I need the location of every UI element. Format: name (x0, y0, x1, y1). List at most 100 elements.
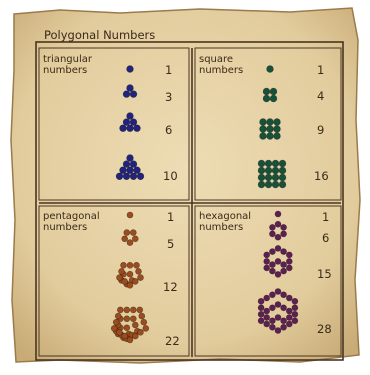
pentagonal-22-bead (143, 325, 149, 331)
hexagonal-28-bead (281, 305, 287, 311)
square-16-bead (265, 167, 272, 174)
pentagonal-12-bead (136, 268, 142, 274)
square-4-bead (270, 88, 277, 95)
triangular-label-line2: numbers (43, 65, 87, 76)
hexagonal-6-bead (275, 221, 281, 227)
square-16-bead (279, 181, 286, 188)
hexagonal-28-bead (264, 321, 270, 327)
square-1-bead (267, 66, 274, 73)
hexagonal-28-bead (269, 305, 275, 311)
pentagonal-22-bead (111, 325, 117, 331)
square-16-bead (258, 181, 265, 188)
pentagonal-22-bead (117, 329, 123, 335)
hexagonal-28-bead (286, 321, 292, 327)
triangular-10-bead (137, 173, 144, 180)
diagram-title: Polygonal Numbers (44, 29, 155, 41)
square-value-2: 4 (317, 90, 324, 102)
hexagonal-6-bead (269, 224, 275, 230)
pentagonal-12-bead (119, 268, 125, 274)
pentagonal-1-bead (127, 212, 133, 218)
square-16-bead (272, 167, 279, 174)
triangular-value-2: 3 (165, 91, 172, 103)
hexagonal-15-bead (275, 245, 281, 251)
hexagonal-28-bead (275, 328, 281, 334)
hexagonal-15-bead (286, 265, 292, 271)
hexagonal-1-bead (275, 211, 281, 217)
square-16-bead (272, 181, 279, 188)
triangular-10-bead (123, 173, 130, 180)
hexagonal-15-bead (275, 271, 281, 277)
pentagonal-value-4: 22 (165, 335, 180, 347)
triangular-10-bead (130, 161, 137, 168)
hexagonal-15-bead (269, 268, 275, 274)
triangular-10-bead (123, 161, 130, 168)
hexagonal-15-bead (264, 258, 270, 264)
triangular-value-3: 6 (165, 124, 172, 136)
hexagonal-6-bead (281, 231, 287, 237)
pentagonal-22-bead (124, 307, 130, 313)
hexagonal-value-2: 6 (322, 232, 329, 244)
square-16-bead (258, 160, 265, 167)
square-16-bead (265, 181, 272, 188)
square-9-bead (260, 126, 267, 133)
pentagonal-12-bead (121, 262, 127, 268)
triangular-6-bead (127, 113, 134, 120)
pentagonal-12-bead (127, 282, 133, 288)
pentagonal-22-bead (124, 316, 130, 322)
square-value-1: 1 (317, 64, 324, 76)
triangular-10-bead (116, 173, 123, 180)
hexagonal-value-3: 15 (317, 268, 332, 280)
hexagonal-28-bead (258, 318, 264, 324)
square-16-bead (272, 160, 279, 167)
hexagonal-28-bead (292, 305, 298, 311)
square-value-4: 16 (314, 170, 329, 182)
square-9-bead (274, 126, 281, 133)
pentagonal-22-bead (138, 329, 144, 335)
square-16-bead (279, 160, 286, 167)
pentagonal-22-bead (139, 313, 145, 319)
hexagonal-15-bead (286, 252, 292, 258)
square-9-bead (267, 119, 274, 126)
square-16-bead (279, 167, 286, 174)
hexagonal-28-bead (286, 308, 292, 314)
hexagonal-6-bead (281, 224, 287, 230)
pentagonal-22-bead (124, 325, 130, 331)
pentagonal-22-bead (141, 319, 147, 325)
hexagonal-28-bead (292, 298, 298, 304)
pentagonal-22-bead (130, 316, 136, 322)
hexagonal-28-bead (264, 295, 270, 301)
triangular-10-bead (127, 167, 134, 174)
pentagonal-5-bead (127, 240, 133, 246)
hexagonal-label-line1: hexagonal (199, 211, 251, 222)
hexagonal-15-bead (275, 258, 281, 264)
square-16-bead (258, 167, 265, 174)
square-9-bead (274, 133, 281, 140)
pentagonal-22-bead (122, 333, 128, 339)
square-16-bead (265, 174, 272, 181)
pentagonal-22-bead (115, 313, 121, 319)
hexagonal-28-bead (269, 318, 275, 324)
triangular-6-bead (130, 119, 137, 126)
pentagonal-12-bead (127, 271, 133, 277)
hexagonal-label-line2: numbers (199, 222, 243, 233)
hexagonal-28-bead (258, 311, 264, 317)
pentagonal-value-2: 5 (167, 238, 174, 250)
triangular-label-line1: triangular (43, 54, 92, 65)
pentagonal-22-bead (132, 333, 138, 339)
hexagonal-15-bead (264, 252, 270, 258)
hexagonal-28-bead (275, 315, 281, 321)
pentagonal-22-bead (137, 307, 143, 313)
triangular-3-bead (123, 91, 130, 98)
hexagonal-28-bead (292, 311, 298, 317)
pentagonal-12-bead (132, 278, 138, 284)
hexagonal-value-1: 1 (322, 211, 329, 223)
square-9-bead (267, 126, 274, 133)
hexagonal-28-bead (292, 318, 298, 324)
hexagonal-28-bead (264, 308, 270, 314)
pentagonal-5-bead (132, 236, 138, 242)
hexagonal-28-bead (286, 295, 292, 301)
square-16-bead (265, 160, 272, 167)
triangular-1-bead (127, 66, 134, 73)
hexagonal-28-bead (269, 324, 275, 330)
